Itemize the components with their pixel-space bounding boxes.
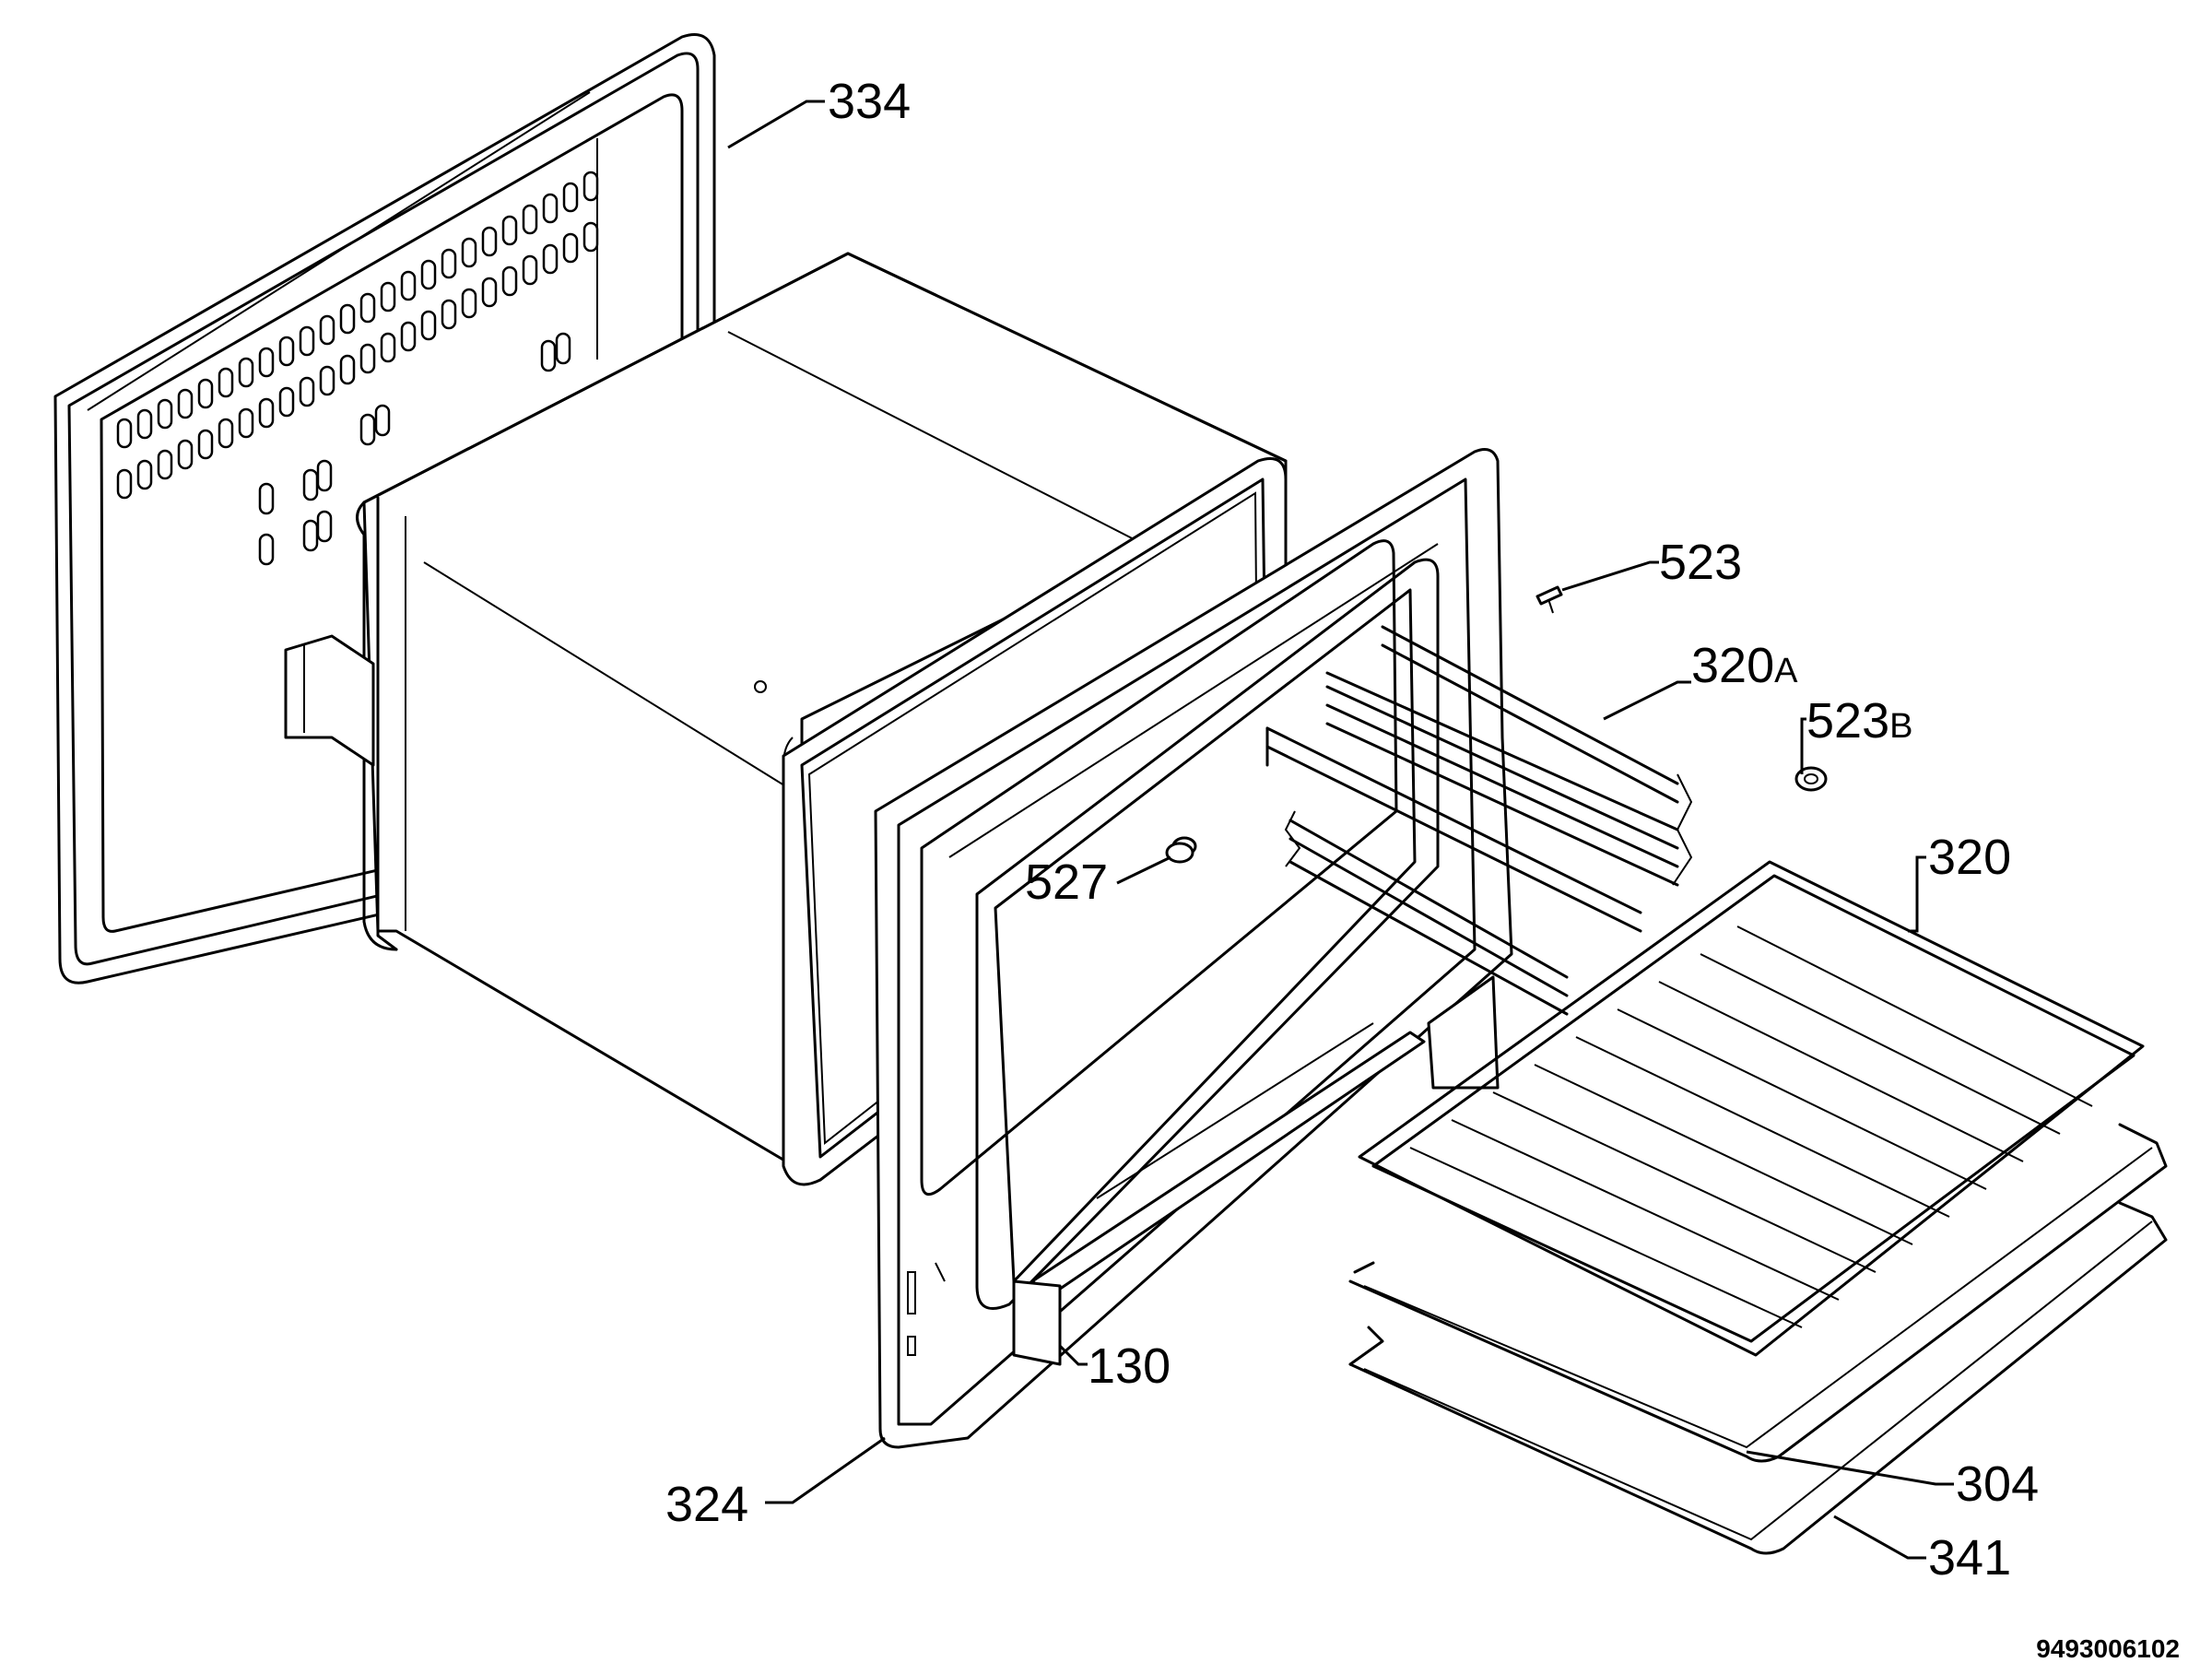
part-320A-shelf-guide [1265,625,1693,1016]
callout-130: 130 [1088,1338,1171,1394]
callout-523B: 523B [1806,693,1912,749]
callout-304: 304 [1956,1456,2039,1512]
part-130-bottom-strip [1012,975,1500,1366]
part-341-enamel-tray [1348,1201,2168,1555]
callout-320: 320 [1928,830,2011,885]
leader-lines [727,100,1954,1560]
part-523B-grommet [1794,766,1828,792]
callout-324: 324 [665,1477,748,1532]
part-523-screw [1535,585,1563,614]
part-304-baking-tray [1348,1123,2168,1463]
part-527-knob [1165,836,1197,864]
callout-320A: 320A [1691,638,1798,693]
callout-labels: 334 523 320A 523B 527 320 130 324 304 34… [665,74,2039,1586]
callout-341: 341 [1928,1530,2011,1586]
door-gasket [975,558,1440,1310]
part-320-wire-rack [1358,860,2145,1357]
document-number: 9493006102 [2036,1634,2180,1663]
callout-523: 523 [1659,535,1742,590]
callout-334: 334 [828,74,911,129]
vent-slots [116,171,599,566]
callout-527: 527 [1025,855,1108,910]
